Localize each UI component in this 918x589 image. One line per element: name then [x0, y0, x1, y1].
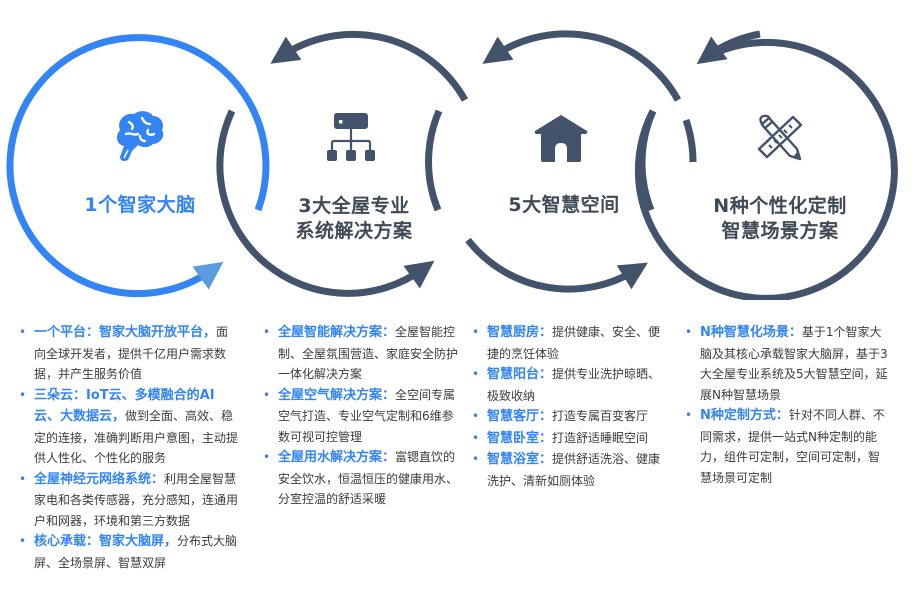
item-label: 全屋神经元网络系统： — [34, 471, 165, 487]
cycle-rings — [6, 30, 898, 300]
item-text: 基于1个智家大脑及其核心承载智家大脑屏，基于3大全屋专业系统及5大智慧空间，延展… — [700, 325, 888, 402]
list-item: 智慧阳台：提供专业洗护晾晒、极致收纳 — [470, 364, 670, 406]
list-item: N种定制方式：针对不同人群、不同需求，提供一站式N种定制的能力，组件可定制，空间… — [683, 405, 889, 488]
item-label: 智慧卧室： — [487, 430, 553, 446]
item-text: 打造舒适睡眠空间 — [552, 430, 649, 445]
title-line: 系统解决方案 — [295, 220, 413, 242]
list-item: 全屋神经元网络系统：利用全屋智慧家电和各类传感器，充分感知，连通用户和网器，环境… — [17, 469, 239, 532]
item-label: N种定制方式： — [700, 408, 789, 423]
ring-2-systems — [216, 30, 469, 297]
list-item: 智慧厨房：提供健康、安全、便捷的烹饪体验 — [470, 322, 670, 364]
column-systems: 全屋智能解决方案：全屋智能控制、全屋氛围营造、家庭安全防护一体化解决方案 全屋空… — [261, 322, 461, 510]
circle-title-brain: 1个智家大脑 — [58, 193, 222, 218]
item-text: 针对不同人群、不同需求，提供一站式N种定制的能力，组件可定制，空间可定制，智慧场… — [700, 408, 885, 485]
title-line: 1个智家大脑 — [84, 194, 196, 216]
list-item: 全屋用水解决方案：富锶直饮的安全饮水，恒温恒压的健康用水、分室控温的舒适采暖 — [261, 447, 461, 510]
item-text: 分布式大脑屏、全场景屏、智慧双屏 — [34, 534, 238, 570]
ring-1-brain — [6, 34, 270, 298]
column-custom: N种智慧化场景：基于1个智家大脑及其核心承载智家大脑屏，基于3大全屋专业系统及5… — [683, 322, 889, 488]
item-label: 智慧浴室： — [487, 452, 553, 467]
item-text: 利用全屋智慧家电和各类传感器，充分感知，连通用户和网器，环境和第三方数据 — [34, 471, 239, 528]
column-spaces: 智慧厨房：提供健康、安全、便捷的烹饪体验 智慧阳台：提供专业洗护晾晒、极致收纳 … — [470, 322, 670, 491]
ring-4-custom — [634, 30, 898, 300]
item-label: 三朵云：IoT云、多模融合的AI云、大数据云， — [34, 387, 215, 425]
item-text: 富锶直饮的安全饮水，恒温恒压的健康用水、分室控温的舒适采暖 — [278, 450, 459, 506]
hierarchy-network-icon — [326, 112, 376, 164]
item-text: 提供舒适洗浴、健康洗护、清新如厕体验 — [487, 452, 661, 488]
pencil-ruler-icon — [755, 113, 809, 163]
circle-title-systems: 3大全屋专业 系统解决方案 — [272, 194, 436, 244]
item-label: 全屋用水解决方案： — [278, 450, 396, 465]
list-item: 一个平台：智家大脑开放平台，面向全球开发者，提供千亿用户需求数据，并产生服务价值 — [17, 322, 239, 385]
item-text: 提供专业洗护晾晒、极致收纳 — [487, 367, 661, 403]
circle-title-custom: N种个性化定制 智慧场景方案 — [690, 194, 870, 244]
brain-icon — [112, 108, 166, 164]
item-text: 做到全面、高效、稳定的连接，准确判断用户意图，主动提供人性化、个性化的服务 — [34, 409, 239, 465]
item-label: 智慧阳台： — [487, 367, 553, 382]
circle-title-spaces: 5大智慧空间 — [482, 193, 646, 218]
column-brain: 一个平台：智家大脑开放平台，面向全球开发者，提供千亿用户需求数据，并产生服务价值… — [17, 322, 239, 573]
item-text: 面向全球开发者，提供千亿用户需求数据，并产生服务价值 — [34, 325, 229, 381]
list-item: 智慧客厅：打造专属百变客厅 — [470, 406, 670, 428]
title-line: N种个性化定制 — [713, 195, 847, 217]
list-item: 智慧浴室：提供舒适洗浴、健康洗护、清新如厕体验 — [470, 449, 670, 491]
house-icon — [533, 113, 589, 163]
ring-3-spaces — [425, 30, 697, 293]
item-label: 智慧厨房： — [487, 325, 553, 340]
list-item: 三朵云：IoT云、多模融合的AI云、大数据云，做到全面、高效、稳定的连接，准确判… — [17, 385, 239, 469]
item-text: 打造专属百变客厅 — [552, 409, 649, 423]
list-item: 核心承载：智家大脑屏，分布式大脑屏、全场景屏、智慧双屏 — [17, 531, 239, 573]
item-text: 全空间专属空气打造、专业空气定制和6维参数可视可控管理 — [278, 387, 456, 444]
list-item: 全屋空气解决方案：全空间专属空气打造、专业空气定制和6维参数可视可控管理 — [261, 385, 461, 448]
list-item: N种智慧化场景：基于1个智家大脑及其核心承载智家大脑屏，基于3大全屋专业系统及5… — [683, 322, 889, 405]
title-line: 5大智慧空间 — [508, 194, 620, 216]
item-text: 提供健康、安全、便捷的烹饪体验 — [487, 325, 661, 361]
title-line: 智慧场景方案 — [721, 220, 839, 242]
item-label: 全屋智能解决方案： — [278, 325, 396, 340]
item-label: 智慧客厅： — [487, 409, 553, 424]
item-text: 全屋智能控制、全屋氛围营造、家庭安全防护一体化解决方案 — [278, 325, 459, 381]
list-item: 全屋智能解决方案：全屋智能控制、全屋氛围营造、家庭安全防护一体化解决方案 — [261, 322, 461, 385]
list-item: 智慧卧室：打造舒适睡眠空间 — [470, 428, 670, 450]
title-line: 3大全屋专业 — [298, 195, 410, 217]
item-label: N种智慧化场景： — [700, 325, 802, 340]
item-label: 核心承载：智家大脑屏， — [34, 534, 178, 549]
item-label: 一个平台：智家大脑开放平台， — [34, 325, 217, 340]
item-label: 全屋空气解决方案： — [278, 387, 396, 403]
